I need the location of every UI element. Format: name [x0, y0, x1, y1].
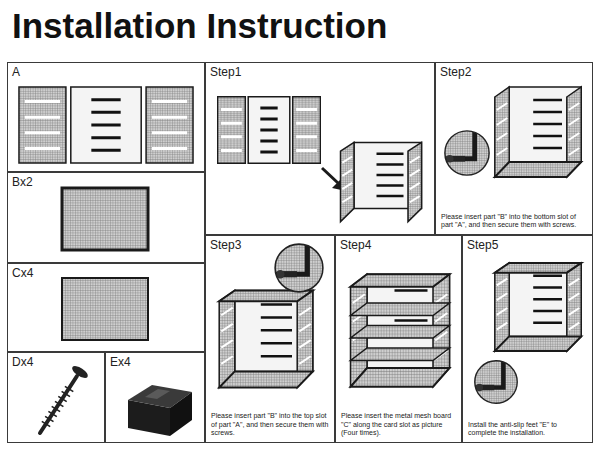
organizer-frame — [219, 290, 313, 387]
mesh-shelves — [351, 303, 450, 361]
screw — [40, 364, 90, 433]
bottom-board — [495, 336, 581, 351]
bottom-board — [219, 371, 313, 387]
frame-unfolded — [218, 97, 321, 163]
part-cell: Step1 — [205, 62, 435, 235]
detail-callout — [442, 128, 489, 175]
cell-heading: Step2 — [436, 63, 475, 81]
anti-slip-foot — [128, 385, 192, 436]
step-cell: Step4Please insert the metal mesh board … — [335, 235, 462, 443]
detail-callout — [272, 241, 323, 292]
step-instruction: Please insert the metal mesh board "C" a… — [336, 412, 461, 442]
cell-heading: Ex4 — [106, 353, 135, 371]
step-instruction: Please insert part "B" into the bottom s… — [436, 213, 592, 235]
organizer-frame — [495, 87, 581, 177]
step-instruction: Install the anti-slip feet "E" to comple… — [463, 421, 592, 443]
step-instruction: Please insert part "B" into the top slot… — [206, 412, 334, 442]
part-cell: Dx4 — [7, 352, 105, 443]
page-title: Installation Instruction — [12, 6, 387, 46]
cell-heading: Step4 — [336, 236, 375, 254]
bottom-board — [351, 368, 450, 387]
top-board — [351, 274, 450, 287]
cell-heading: Dx4 — [8, 353, 37, 371]
step-cell: Step5Install the anti-slip feet "E" to c… — [462, 235, 593, 443]
part-cell: Ex4 — [105, 352, 205, 443]
part-cell: A — [7, 62, 205, 172]
frame-folded — [341, 142, 422, 221]
organizer-frame — [351, 274, 450, 387]
mesh-board — [62, 278, 148, 340]
cell-heading: Bx2 — [8, 173, 37, 191]
side-board — [62, 188, 148, 250]
cell-heading: A — [8, 63, 24, 81]
cell-heading: Step5 — [463, 236, 502, 254]
cell-heading: Step3 — [206, 236, 245, 254]
part-cell: Cx4 — [7, 263, 205, 352]
cell-heading: Step1 — [206, 63, 245, 81]
bottom-board — [495, 162, 581, 177]
cell-heading: Cx4 — [8, 264, 37, 282]
step-cell: Step2Please insert part "B" into the bot… — [435, 62, 593, 235]
detail-callout — [472, 358, 517, 403]
top-board — [495, 263, 581, 273]
step-cell: Step3Please insert part "B" into the top… — [205, 235, 335, 443]
frame-unfolded — [19, 87, 193, 163]
organizer-frame — [495, 263, 581, 351]
part-cell: Bx2 — [7, 172, 205, 263]
